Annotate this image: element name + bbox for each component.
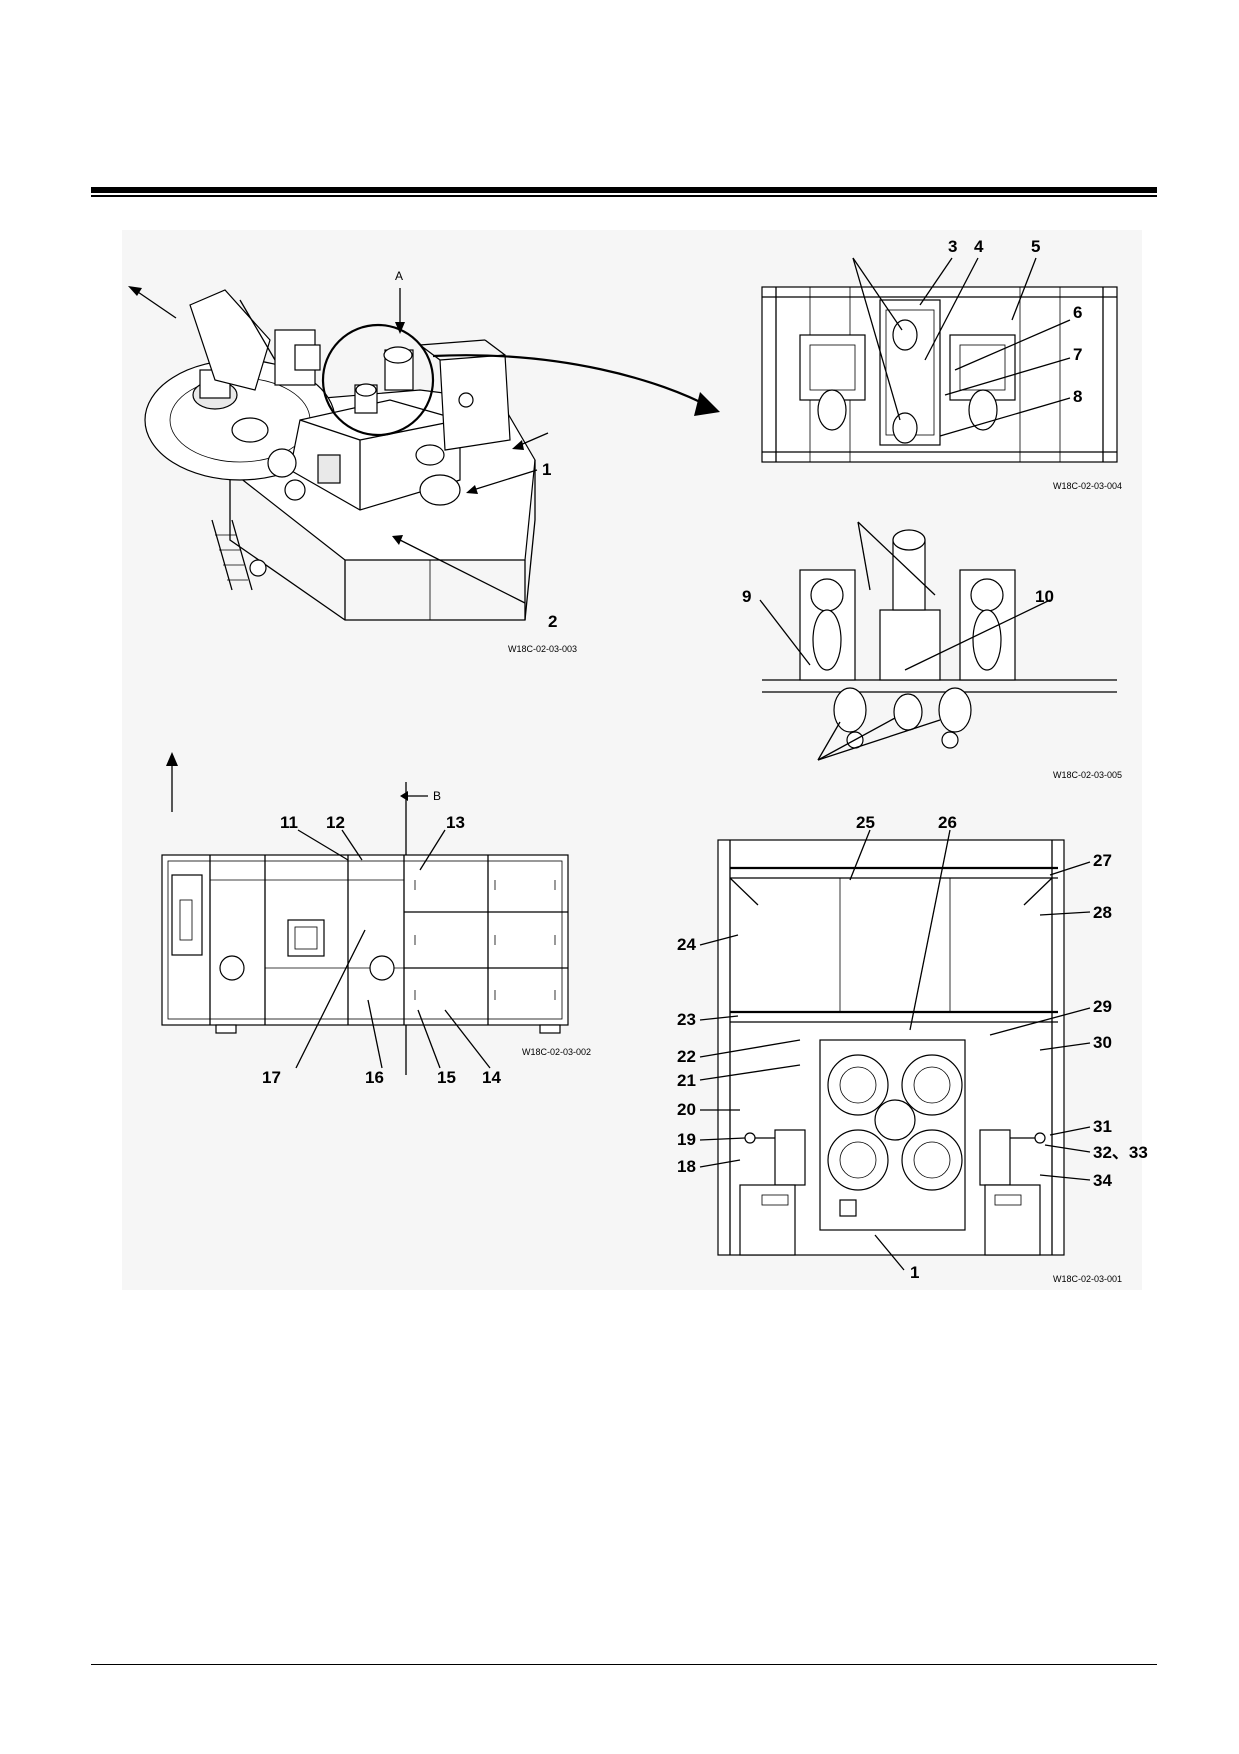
ref-code-003: W18C-02-03-003 <box>508 644 577 654</box>
header-rule <box>91 187 1157 193</box>
ref-code-004: W18C-02-03-004 <box>1053 481 1122 491</box>
detail-view-top: 3 4 5 6 7 8 W18C-02-03-004 <box>761 237 1122 491</box>
callout-31: 31 <box>1093 1117 1112 1136</box>
callout-1-upper: 1 <box>542 460 551 479</box>
callout-15: 15 <box>437 1068 456 1087</box>
section-view: 25 26 27 24 28 23 29 22 30 21 20 31 19 3… <box>677 813 1148 1284</box>
callout-34: 34 <box>1093 1171 1112 1190</box>
callout-5: 5 <box>1031 237 1040 256</box>
header-rule-thin <box>91 195 1157 197</box>
callout-20: 20 <box>677 1100 696 1119</box>
callout-27: 27 <box>1093 851 1112 870</box>
footer-rule <box>91 1664 1157 1665</box>
callout-18: 18 <box>677 1157 696 1176</box>
callout-23: 23 <box>677 1010 696 1029</box>
callout-7: 7 <box>1073 345 1082 364</box>
callout-28: 28 <box>1093 903 1112 922</box>
callout-12: 12 <box>326 813 345 832</box>
callout-4: 4 <box>974 237 984 256</box>
callout-16: 16 <box>365 1068 384 1087</box>
callout-30: 30 <box>1093 1033 1112 1052</box>
callout-22: 22 <box>677 1047 696 1066</box>
callout-11: 11 <box>280 813 298 832</box>
ref-code-005: W18C-02-03-005 <box>1053 770 1122 780</box>
callout-25: 25 <box>856 813 875 832</box>
callout-10: 10 <box>1035 587 1054 606</box>
callout-6: 6 <box>1073 303 1082 322</box>
view-label-b: B <box>433 789 441 803</box>
ref-code-002: W18C-02-03-002 <box>522 1047 591 1057</box>
callout-19: 19 <box>677 1130 696 1149</box>
callout-14: 14 <box>482 1068 501 1087</box>
callout-21: 21 <box>677 1071 696 1090</box>
callout-9: 9 <box>742 587 751 606</box>
callout-8: 8 <box>1073 387 1082 406</box>
plan-view: B <box>161 752 591 1087</box>
detail-view-side: 9 10 W18C-02-03-005 <box>742 521 1122 780</box>
isometric-view: A <box>128 269 720 654</box>
callout-3: 3 <box>948 237 957 256</box>
ref-code-001: W18C-02-03-001 <box>1053 1274 1122 1284</box>
callout-1-lower: 1 <box>910 1263 919 1282</box>
callout-26: 26 <box>938 813 957 832</box>
callout-29: 29 <box>1093 997 1112 1016</box>
callout-32-33: 32、33 <box>1093 1143 1148 1162</box>
view-label-a: A <box>395 269 403 283</box>
callout-17: 17 <box>262 1068 281 1087</box>
callout-24: 24 <box>677 935 696 954</box>
callout-2: 2 <box>548 612 557 631</box>
callout-13: 13 <box>446 813 465 832</box>
